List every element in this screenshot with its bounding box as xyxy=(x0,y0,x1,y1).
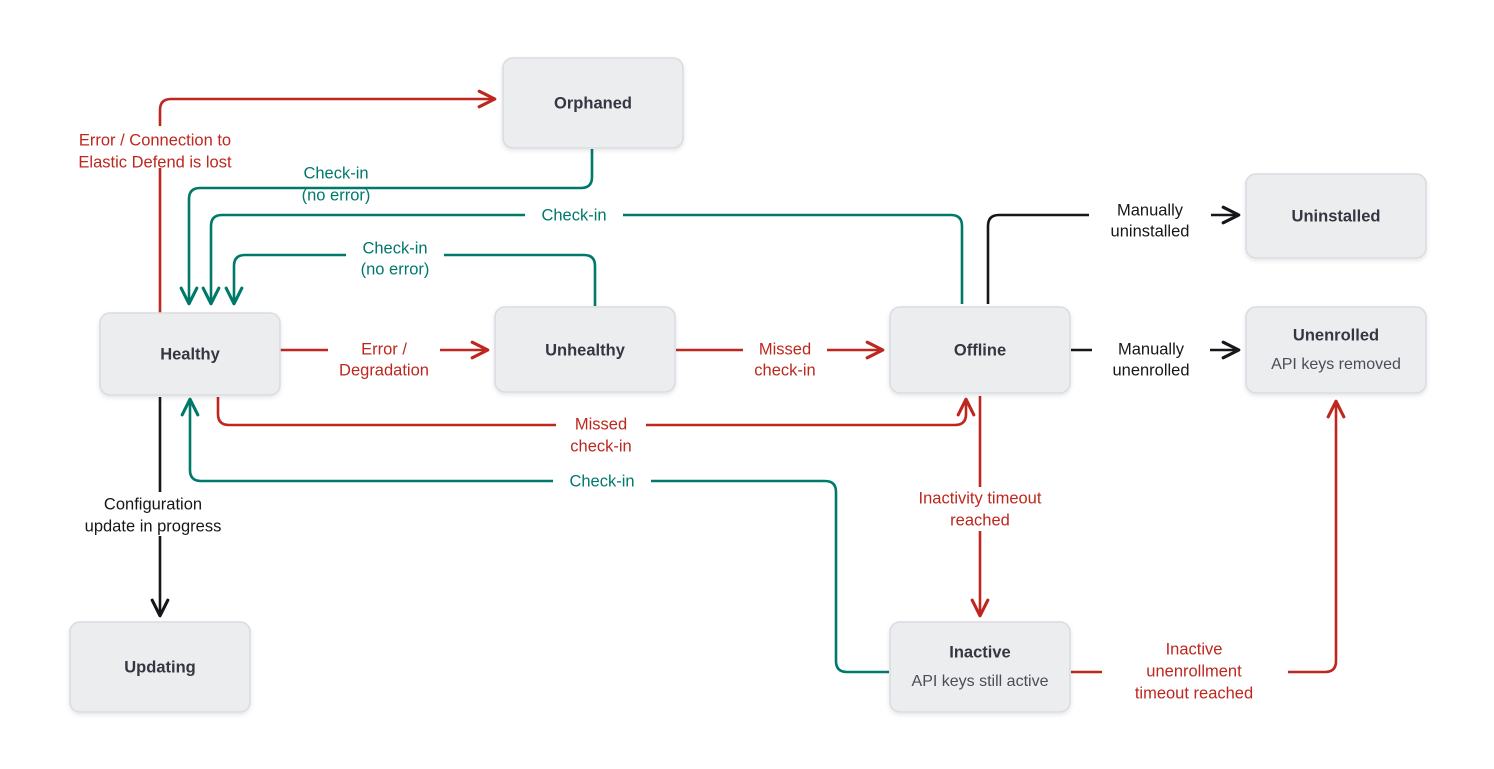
node-orphaned-title: Orphaned xyxy=(554,94,632,112)
node-unenrolled[interactable]: Unenrolled API keys removed xyxy=(1245,306,1427,394)
edge-label-unhealthy-to-offline: Missed check-in xyxy=(743,340,827,379)
edge-label-line1: Manually xyxy=(1117,201,1184,219)
edge-offline-to-healthy xyxy=(201,213,964,306)
node-unhealthy-title: Unhealthy xyxy=(545,341,626,359)
edge-label-line1: Configuration xyxy=(104,495,202,513)
edge-label-line1: Missed xyxy=(759,340,811,358)
node-uninstalled[interactable]: Uninstalled xyxy=(1245,173,1427,259)
edge-label-line1: Inactive xyxy=(1166,640,1223,658)
edge-label-line2: Degradation xyxy=(339,361,429,379)
node-inactive[interactable]: Inactive API keys still active xyxy=(889,621,1071,713)
node-offline[interactable]: Offline xyxy=(889,306,1071,394)
edge-label-inactive-to-healthy: Check-in xyxy=(553,471,651,491)
edge-label-line2: update in progress xyxy=(85,517,222,535)
edge-label-line1: Check-in xyxy=(362,239,427,257)
edge-label-offline-to-uninstalled: Manually uninstalled xyxy=(1089,201,1211,240)
edge-label-line1: Check-in xyxy=(541,206,606,224)
edge-healthy-to-orphaned xyxy=(158,89,497,318)
node-orphaned[interactable]: Orphaned xyxy=(502,57,684,149)
edge-offline-to-uninstalled xyxy=(986,205,1241,304)
edge-label-healthy-to-updating: Configuration update in progress xyxy=(70,492,240,536)
edge-label-line2: (no error) xyxy=(361,260,430,278)
edge-label-line2: reached xyxy=(950,511,1010,529)
edge-label-line2: Elastic Defend is lost xyxy=(78,153,232,171)
edge-label-offline-to-unenrolled: Manually unenrolled xyxy=(1092,340,1210,379)
node-updating-title: Updating xyxy=(124,658,196,676)
edge-label-line1: Manually xyxy=(1118,340,1185,358)
edge-label-line3: timeout reached xyxy=(1135,684,1253,702)
edge-inactive-to-healthy xyxy=(180,397,889,674)
node-unhealthy[interactable]: Unhealthy xyxy=(494,306,676,393)
edge-label-line2: check-in xyxy=(754,361,815,379)
edge-label-inactive-to-unenrolled: Inactive unenrollment timeout reached xyxy=(1102,640,1288,702)
node-updating[interactable]: Updating xyxy=(69,621,251,713)
edge-label-line1: Check-in xyxy=(569,472,634,490)
node-healthy[interactable]: Healthy xyxy=(99,312,281,396)
edge-label-orphaned-to-healthy: Check-in (no error) xyxy=(287,161,385,204)
node-inactive-subtitle: API keys still active xyxy=(912,673,1049,690)
edge-inactive-to-unenrolled xyxy=(1071,399,1346,674)
edge-label-healthy-to-unhealthy: Error / Degradation xyxy=(328,340,440,379)
edge-label-line2: uninstalled xyxy=(1111,222,1190,240)
edge-label-offline-to-healthy: Check-in xyxy=(525,205,623,225)
edge-label-line2: (no error) xyxy=(302,186,371,204)
edge-orphaned-to-healthy xyxy=(179,149,594,306)
edge-label-healthy-to-offline: Missed check-in xyxy=(556,415,646,455)
edge-label-offline-to-inactive: Inactivity timeout reached xyxy=(896,487,1064,531)
node-offline-title: Offline xyxy=(954,341,1006,359)
node-unenrolled-subtitle: API keys removed xyxy=(1271,356,1401,373)
node-uninstalled-title: Uninstalled xyxy=(1292,207,1381,225)
edge-label-line1: Check-in xyxy=(303,164,368,182)
edge-label-line1: Missed xyxy=(575,415,627,433)
edge-label-line2: check-in xyxy=(570,437,631,455)
edge-label-line1: Error / Connection to xyxy=(79,131,231,149)
edge-label-healthy-to-orphaned: Error / Connection to Elastic Defend is … xyxy=(62,126,248,171)
edge-label-line1: Error / xyxy=(361,340,407,358)
edge-label-line2: unenrolled xyxy=(1112,361,1189,379)
node-unenrolled-title: Unenrolled xyxy=(1293,326,1379,344)
node-inactive-title: Inactive xyxy=(949,643,1010,661)
node-healthy-title: Healthy xyxy=(160,345,220,363)
edge-label-line1: Inactivity timeout xyxy=(919,489,1042,507)
edge-label-line2: unenrollment xyxy=(1146,662,1242,680)
edge-label-unhealthy-to-healthy: Check-in (no error) xyxy=(346,238,444,278)
